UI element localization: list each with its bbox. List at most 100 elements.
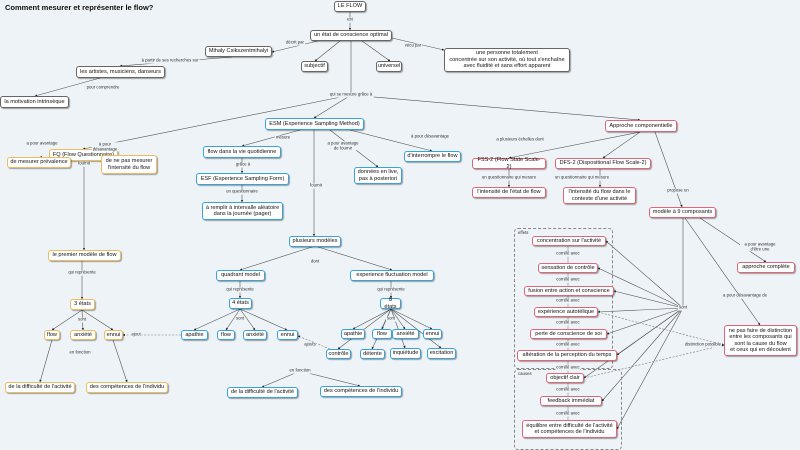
edge-line [239,245,316,271]
edge-line [606,307,684,335]
concept-node-h-ennui[interactable]: ennui [423,329,442,339]
concept-node-m-diff[interactable]: de la difficulté de l'activité [227,387,298,398]
edge-line [390,308,406,330]
link-label: qui représente [225,286,255,293]
concept-node-subjectif[interactable]: subjectif [301,61,328,72]
concept-node-l-comp[interactable]: des compétences de l'individu [86,382,168,393]
concept-node-int-contexte[interactable]: l'intensité du flow dans le contexte d'u… [563,187,636,204]
concept-node-h-apathie[interactable]: apathie [341,329,365,339]
link-label: distinction possible [683,341,723,348]
concept-node-quatre[interactable]: 4 états [229,298,252,309]
concept-node-artistes[interactable]: les artistes, musiciens, danseurs [76,66,165,78]
concept-node-c8[interactable]: feedback immédiat [540,396,602,406]
edge-line [361,40,391,62]
edge-line [261,370,301,388]
concept-node-mihaly[interactable]: Mihaly Csikszentmihalyi [205,46,272,57]
concept-node-l-ennui[interactable]: ennui [104,330,123,340]
concept-node-h-controle[interactable]: contrôle [326,349,351,359]
link-label: un questionnaire [225,188,259,195]
concept-node-q-flow[interactable]: flow [217,330,235,340]
concept-node-l-diff[interactable]: de la difficulté de l'activité [5,382,75,393]
link-label: dont [309,258,321,265]
concept-node-c2[interactable]: sensation de contrôle [538,263,598,273]
concept-node-motivation[interactable]: la motivation intrinsèque [0,96,69,108]
edge-line [51,309,83,331]
edge-line [508,131,641,159]
concept-node-esm[interactable]: ESM (Experience Sampling Method) [265,118,364,130]
concept-node-l-anxiete[interactable]: anxiété [70,330,96,340]
link-label: corrélé avec [555,410,581,417]
concept-node-c7[interactable]: objectif clair [546,373,584,383]
concept-node-interrompre[interactable]: d'interrompre le flow [404,151,461,162]
dashed-edge-line [597,311,725,346]
concept-node-distinction[interactable]: ne pas faire de distinction entre les co… [724,325,797,356]
edge-line [314,245,393,271]
edge-line [390,308,433,330]
concept-node-fss[interactable]: FSS-2 (Flow State Scale-2) [472,157,546,170]
link-label: sont [677,304,689,311]
link-label: propose un [666,187,690,194]
concept-node-c6[interactable]: altération de la perception du temps [517,350,617,361]
concept-node-l-flow[interactable]: flow [44,330,60,340]
concept-node-donnees[interactable]: données en live, pas à posteriori [354,167,402,184]
concept-node-c4[interactable]: expérience autotélique [534,307,598,317]
group-label: causes [518,371,532,376]
concept-node-premier[interactable]: le premier modèle de flow [48,250,121,261]
concept-node-c1[interactable]: concentration sur l'activité [532,236,606,246]
link-label: corrélé avec [555,276,581,283]
concept-node-etat[interactable]: un état de conscience optimal [310,30,392,41]
edge-line [583,307,684,379]
edge-line [314,40,341,62]
concept-node-personne[interactable]: une personne totalement concentrée sur s… [444,48,570,72]
link-label: corrélé avec [555,386,581,393]
link-label: en fonction [288,367,312,374]
group-label: effets [518,230,529,235]
link-label: à pour désavantage [91,141,119,152]
concept-node-h-detente[interactable]: détente [360,349,385,359]
concept-node-h-excitation[interactable]: excitation [427,348,456,359]
link-label: corrélé avec [555,319,581,326]
concept-node-plusieurs[interactable]: plusieurs modèles [289,236,341,247]
concept-node-modele9[interactable]: modèle à 9 composants [649,207,716,218]
concept-node-q-apathie[interactable]: apathie [181,330,208,340]
link-label: un questionnaire qui mesure [553,174,611,181]
concept-node-h-anxiete[interactable]: anxiété [392,329,419,339]
concept-node-prevalence[interactable]: de mesurer prévalence [7,157,71,168]
concept-node-fluctuation[interactable]: experience fluctuation model [350,270,434,281]
map-title: Comment mesurer et représenter le flow? [5,3,154,12]
concept-node-q-ennui[interactable]: ennui [277,330,298,340]
concept-node-vie-quot[interactable]: flow dans la vie quotidienne [203,146,281,158]
concept-node-h-inquietude[interactable]: inquiétude [390,348,421,359]
concept-node-quadrant[interactable]: quadrant model [216,270,265,281]
concept-node-q-anxiete[interactable]: anxiété [243,330,267,340]
edge-line [239,308,256,331]
concept-node-trois[interactable]: 3 états [70,299,95,310]
concept-node-c9[interactable]: équilibre entre difficulté de l'activité… [522,420,617,438]
link-label: a pour désavantage de [722,292,768,299]
concept-node-remplir[interactable]: à remplir à intervalle aléatoire dans la… [202,202,283,220]
concept-node-m-comp[interactable]: des compétences de l'individu [320,386,402,397]
edge-line [601,307,684,402]
concept-node-huit[interactable]: 8 états [380,297,401,310]
edge-line [313,94,352,119]
edge-line [39,339,53,383]
concept-node-intensite-fq[interactable]: de ne pas mesurer l'intensité du flow [101,155,157,174]
edge-line [193,308,241,331]
link-label: qui se mesure grâce à [328,91,374,98]
concept-node-le-flow[interactable]: LE FLOW [334,1,366,12]
edge-line [112,339,128,383]
link-label: sont [76,316,88,323]
concept-node-universel[interactable]: universel [376,61,402,72]
concept-node-esf[interactable]: ESF (Experience Sampling Form) [196,173,289,185]
link-label: à partir de ses recherches sur [140,57,200,64]
concept-node-dfs[interactable]: DFS-2 (Dispositional Flow Scale-2) [555,158,651,169]
concept-node-int-etat[interactable]: l'intensité de l'état de flow [472,187,546,198]
link-label: qui représente [67,269,97,276]
concept-node-complete[interactable]: approche complète [737,262,795,273]
concept-node-c3[interactable]: fusion entre action et conscience [524,286,614,296]
concept-node-c5[interactable]: perte de conscience de soi [530,329,607,339]
concept-node-h-flow[interactable]: flow [372,329,392,339]
concept-node-approche[interactable]: Approche componentielle [605,120,677,132]
dashed-edge-line [583,344,725,379]
edge-line [605,240,684,309]
